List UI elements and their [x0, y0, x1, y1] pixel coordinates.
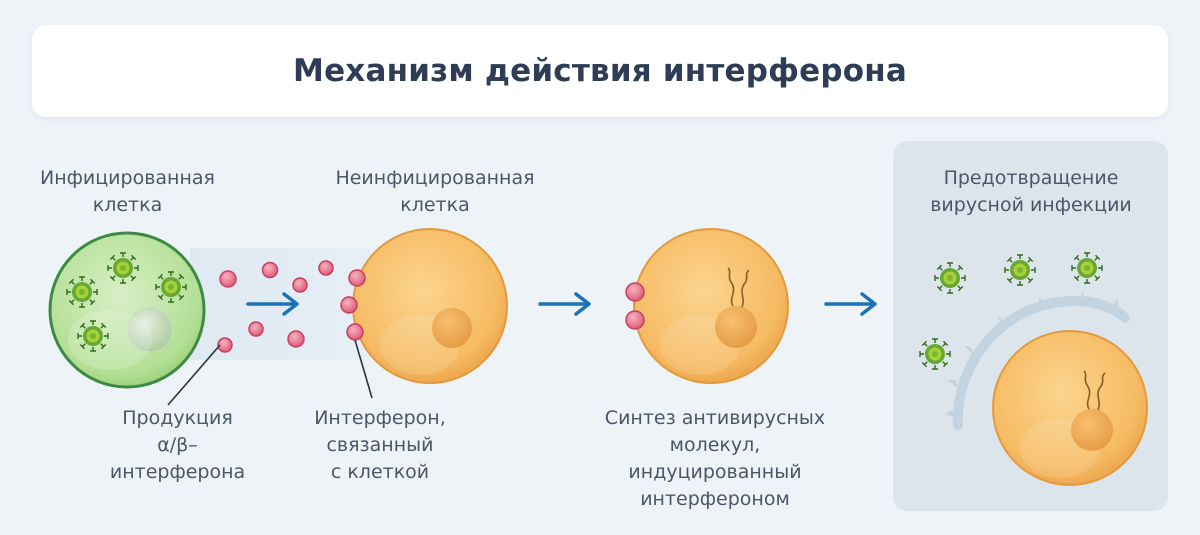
virus-icon [934, 262, 966, 294]
bound-interferon [346, 323, 364, 341]
protected-cell [992, 330, 1148, 486]
protective-barrier [944, 291, 1130, 430]
antiviral-cell [625, 228, 789, 384]
bound-interferon [625, 310, 645, 330]
prevention-label: Предотвращение вирусной инфекции [930, 167, 1132, 216]
infected-cell-label: Инфицированная клетка [40, 167, 215, 216]
arrow-icon [246, 292, 299, 316]
infected-cell [48, 231, 206, 389]
bound-interferon-label: Интерферон, связанный с клеткой [314, 407, 446, 483]
bound-interferon [340, 296, 358, 314]
synthesis-label: Синтез антивирусных молекул, индуцирован… [604, 407, 826, 510]
arrow-icon [824, 292, 877, 316]
pointer-line [354, 339, 373, 399]
mrna-icon [1083, 370, 1106, 411]
arrow-icon [538, 292, 591, 316]
virus-icon [919, 338, 951, 370]
production-label: Продукция α/β– интерферона [109, 407, 246, 483]
title-card: Механизм действия интерферона [32, 25, 1168, 117]
uninfected-cell [340, 228, 508, 384]
interferon-molecules [217, 260, 334, 353]
page-title: Механизм действия интерферона [293, 53, 907, 89]
virus-icon [1004, 254, 1036, 286]
pointer-line [167, 344, 221, 406]
uninfected-cell-label: Неинфицированная клетка [335, 167, 535, 216]
mrna-icon [727, 267, 750, 308]
bound-interferon [625, 282, 645, 302]
bound-interferon [348, 269, 366, 287]
virus-icon [1071, 252, 1103, 284]
